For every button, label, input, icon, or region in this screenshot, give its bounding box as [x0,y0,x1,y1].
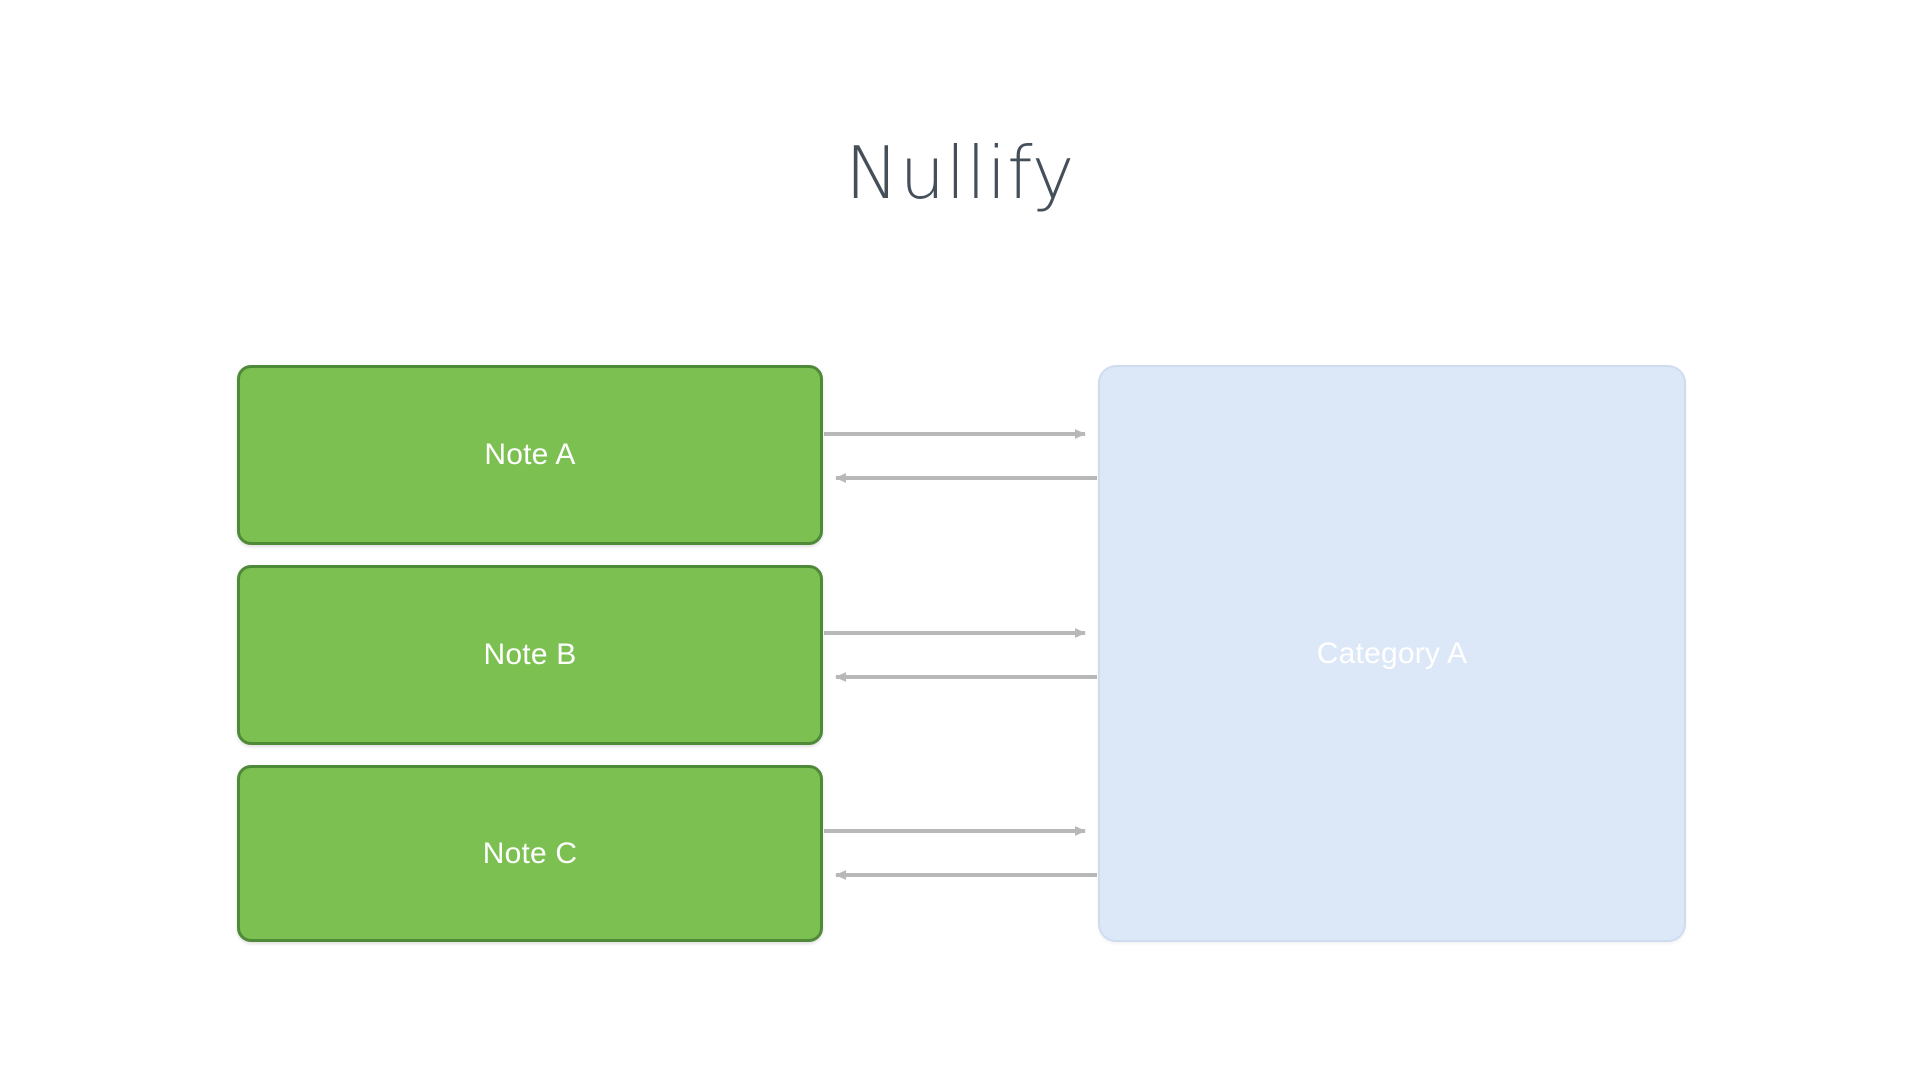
node-category-a-label: Category A [1316,636,1468,670]
node-note-a[interactable]: Note A [237,365,823,545]
node-note-b[interactable]: Note B [237,565,823,745]
node-category-a[interactable]: Category A [1098,365,1686,942]
page-title: Nullify [845,131,1075,215]
node-note-b-label: Note B [483,638,577,671]
node-note-c-label: Note C [482,836,578,870]
node-note-c[interactable]: Note C [237,765,823,942]
node-note-a-label: Note A [484,438,576,471]
